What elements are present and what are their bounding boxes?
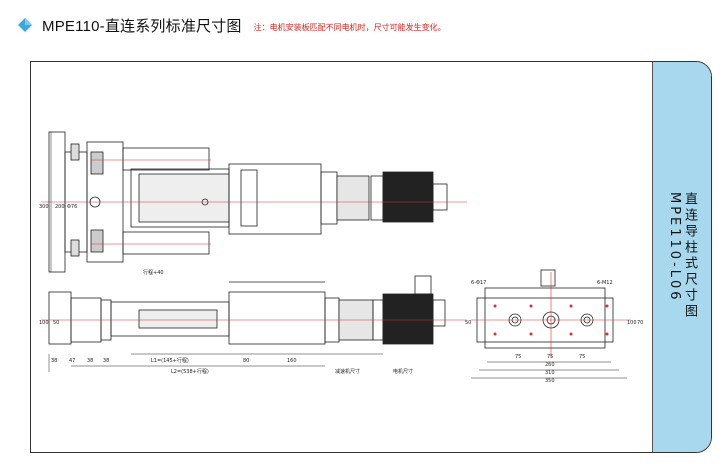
width-dim-2: 350 <box>545 378 555 384</box>
end-height-2: 50 <box>465 320 471 326</box>
inner-dim-2: 75 <box>579 354 585 360</box>
motor-note: 注：电机安装板匹配不同电机时，尺寸可能发生变化。 <box>253 22 446 32</box>
motor-dim-0: 减速机尺寸 <box>335 368 360 375</box>
drawing-frame: 300 200 Φ76 100 50 行程+40 38 47 38 38 L1=… <box>30 61 712 453</box>
bottom-dim-5: 80 <box>243 358 249 364</box>
bottom-dim-6: 160 <box>287 358 297 364</box>
bottom-dim-2: 38 <box>87 358 93 364</box>
bottom-dim-1: 47 <box>69 358 75 364</box>
diamond-icon <box>18 18 32 32</box>
top-dim-1: 200 <box>55 204 65 210</box>
stroke-label: 行程+40 <box>143 269 164 276</box>
side-title-panel: 直连导柱式尺寸图 MPE110-L06 <box>652 62 711 452</box>
width-dim-0: 260 <box>545 362 555 368</box>
end-height-0: 100 <box>627 320 637 326</box>
end-height-1: 70 <box>637 320 643 326</box>
inner-dim-0: 75 <box>515 354 521 360</box>
side-height-1: 50 <box>53 320 59 326</box>
motor-dim-1: 电机尺寸 <box>393 368 413 375</box>
side-height-0: 100 <box>39 320 49 326</box>
side-title: 直连导柱式尺寸图 MPE110-L06 <box>667 192 697 320</box>
bottom-dim-3: 38 <box>103 358 109 364</box>
top-dim-2: Φ76 <box>67 204 77 210</box>
top-dim-0: 300 <box>39 204 49 210</box>
hole-label-1: 6-M12 <box>597 280 613 286</box>
technical-drawing: 300 200 Φ76 100 50 行程+40 38 47 38 38 L1=… <box>39 131 643 384</box>
hole-label-0: 6-Φ17 <box>471 280 486 286</box>
top-view <box>48 131 448 273</box>
inner-dim-1: 75 <box>547 354 553 360</box>
side-view <box>48 275 446 372</box>
total-length: L2=(538+行程) <box>171 368 209 375</box>
page-header: MPE110-直连系列标准尺寸图 注：电机安装板匹配不同电机时，尺寸可能发生变化… <box>18 12 446 38</box>
bottom-dim-4: L1=(145+行程) <box>151 357 189 364</box>
page-title: MPE110-直连系列标准尺寸图 <box>42 17 242 35</box>
width-dim-1: 310 <box>545 370 555 376</box>
bottom-dim-0: 38 <box>51 358 57 364</box>
